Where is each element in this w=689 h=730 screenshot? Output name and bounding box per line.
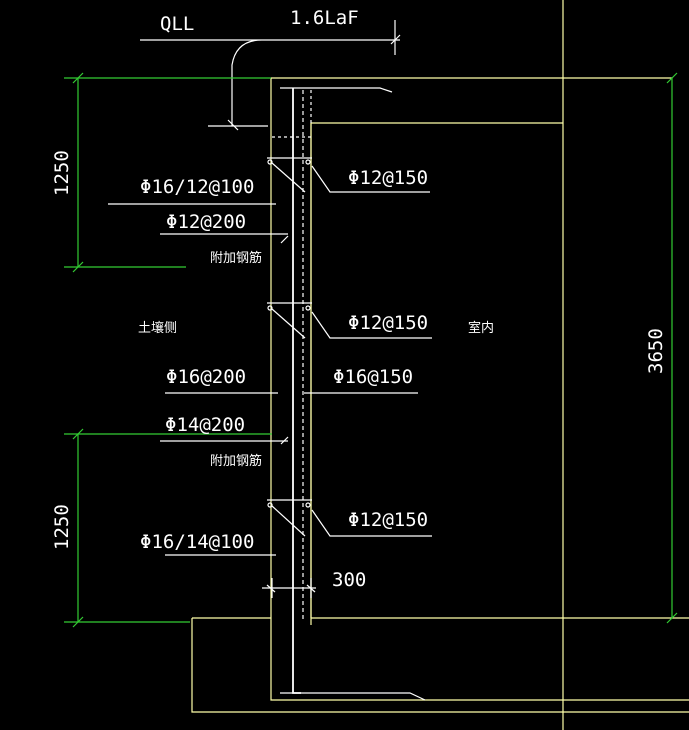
top-additional-rebar-label: 附加钢筋 (210, 250, 262, 266)
beam-tag-label: QLL (160, 13, 194, 35)
qll-leader (140, 39, 268, 131)
soil-side-label: 土壤侧 (138, 320, 177, 336)
additional-rebar-markers (280, 235, 289, 445)
tie-zone-bot (267, 499, 432, 537)
thickness-dimension (262, 578, 316, 598)
tie-bottom-label: Φ12@150 (348, 509, 428, 531)
top-vertical-rebar-label: Φ16/12@100 (140, 176, 254, 198)
tie-zone-mid (267, 302, 432, 339)
bottom-vertical-rebar-label: Φ16/14@100 (140, 531, 254, 553)
inner-vertical-rebar-label: Φ16@150 (333, 366, 413, 388)
anchorage-label: 1.6LaF (290, 7, 359, 29)
indoor-side-label: 室内 (468, 320, 494, 336)
rebar-group (272, 87, 426, 701)
wall-outline (191, 0, 689, 730)
tie-zone-top (267, 157, 430, 193)
top-zone-dimension: 1250 (51, 150, 73, 196)
mid-vertical-rebar-label: Φ16@200 (166, 366, 246, 388)
bottom-additional-rebar-label: 附加钢筋 (210, 453, 262, 469)
leader-lines-left (108, 203, 418, 556)
tie-mid-label: Φ12@150 (348, 312, 428, 334)
anchorage-dimension (262, 20, 401, 55)
bottom-horizontal-rebar-label: Φ14@200 (165, 414, 245, 436)
total-height-dimension: 3650 (645, 328, 667, 374)
wall-thickness-dimension: 300 (332, 569, 366, 591)
tie-top-label: Φ12@150 (348, 167, 428, 189)
top-horizontal-rebar-label: Φ12@200 (166, 211, 246, 233)
dimension-lines-green (64, 72, 678, 628)
bottom-zone-dimension: 1250 (51, 504, 73, 550)
